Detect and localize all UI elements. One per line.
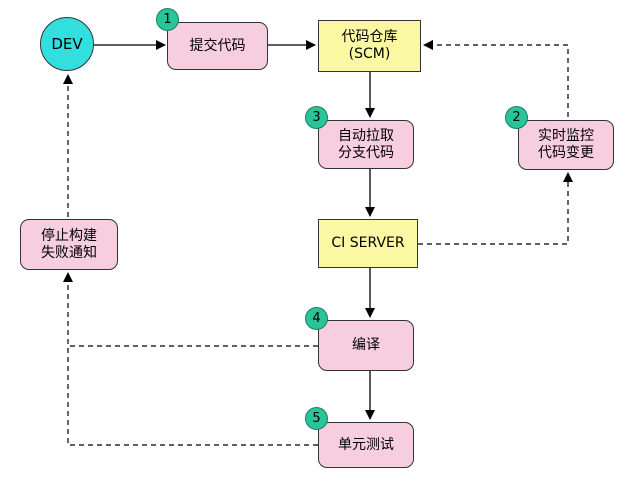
auto-pull-line1: 自动拉取 xyxy=(338,127,394,144)
compile-node: 编译 xyxy=(318,320,414,371)
monitor-line2: 代码变更 xyxy=(538,145,594,161)
submit-code-label: 提交代码 xyxy=(189,37,246,54)
monitor-line1: 实时监控 xyxy=(538,128,594,144)
scm-node: 代码仓库 (SCM) xyxy=(318,20,421,72)
step-badge-4: 4 xyxy=(305,307,328,330)
scm-label-line2: (SCM) xyxy=(348,46,391,62)
compile-label: 编译 xyxy=(352,337,380,353)
ci-server-label: CI SERVER xyxy=(331,235,405,251)
dev-label: DEV xyxy=(51,34,83,53)
ci-server-node: CI SERVER xyxy=(318,219,418,268)
step-badge-2: 2 xyxy=(505,106,528,129)
monitor-node: 实时监控 代码变更 xyxy=(518,120,614,170)
unit-test-node: 单元测试 xyxy=(318,422,414,468)
step-badge-3: 3 xyxy=(305,106,328,129)
failure-notify-node: 停止构建 失败通知 xyxy=(20,219,118,270)
scm-label-line1: 代码仓库 xyxy=(341,29,398,45)
edge-monitor-to-scm xyxy=(423,40,569,117)
step-badge-5: 5 xyxy=(305,407,328,430)
step-badge-1: 1 xyxy=(156,8,179,31)
submit-code-node: 提交代码 xyxy=(167,22,268,70)
auto-pull-node: 自动拉取 分支代码 xyxy=(318,120,414,169)
failure-notify-line1: 停止构建 xyxy=(41,227,97,244)
edge-test-to-notify xyxy=(67,346,318,446)
dev-node: DEV xyxy=(40,17,94,71)
auto-pull-line2: 分支代码 xyxy=(338,144,394,161)
failure-notify-line2: 失败通知 xyxy=(41,244,97,261)
edge-ci-to-monitor xyxy=(418,172,573,245)
edge-compile-to-notify xyxy=(63,272,318,347)
unit-test-label: 单元测试 xyxy=(338,436,394,453)
